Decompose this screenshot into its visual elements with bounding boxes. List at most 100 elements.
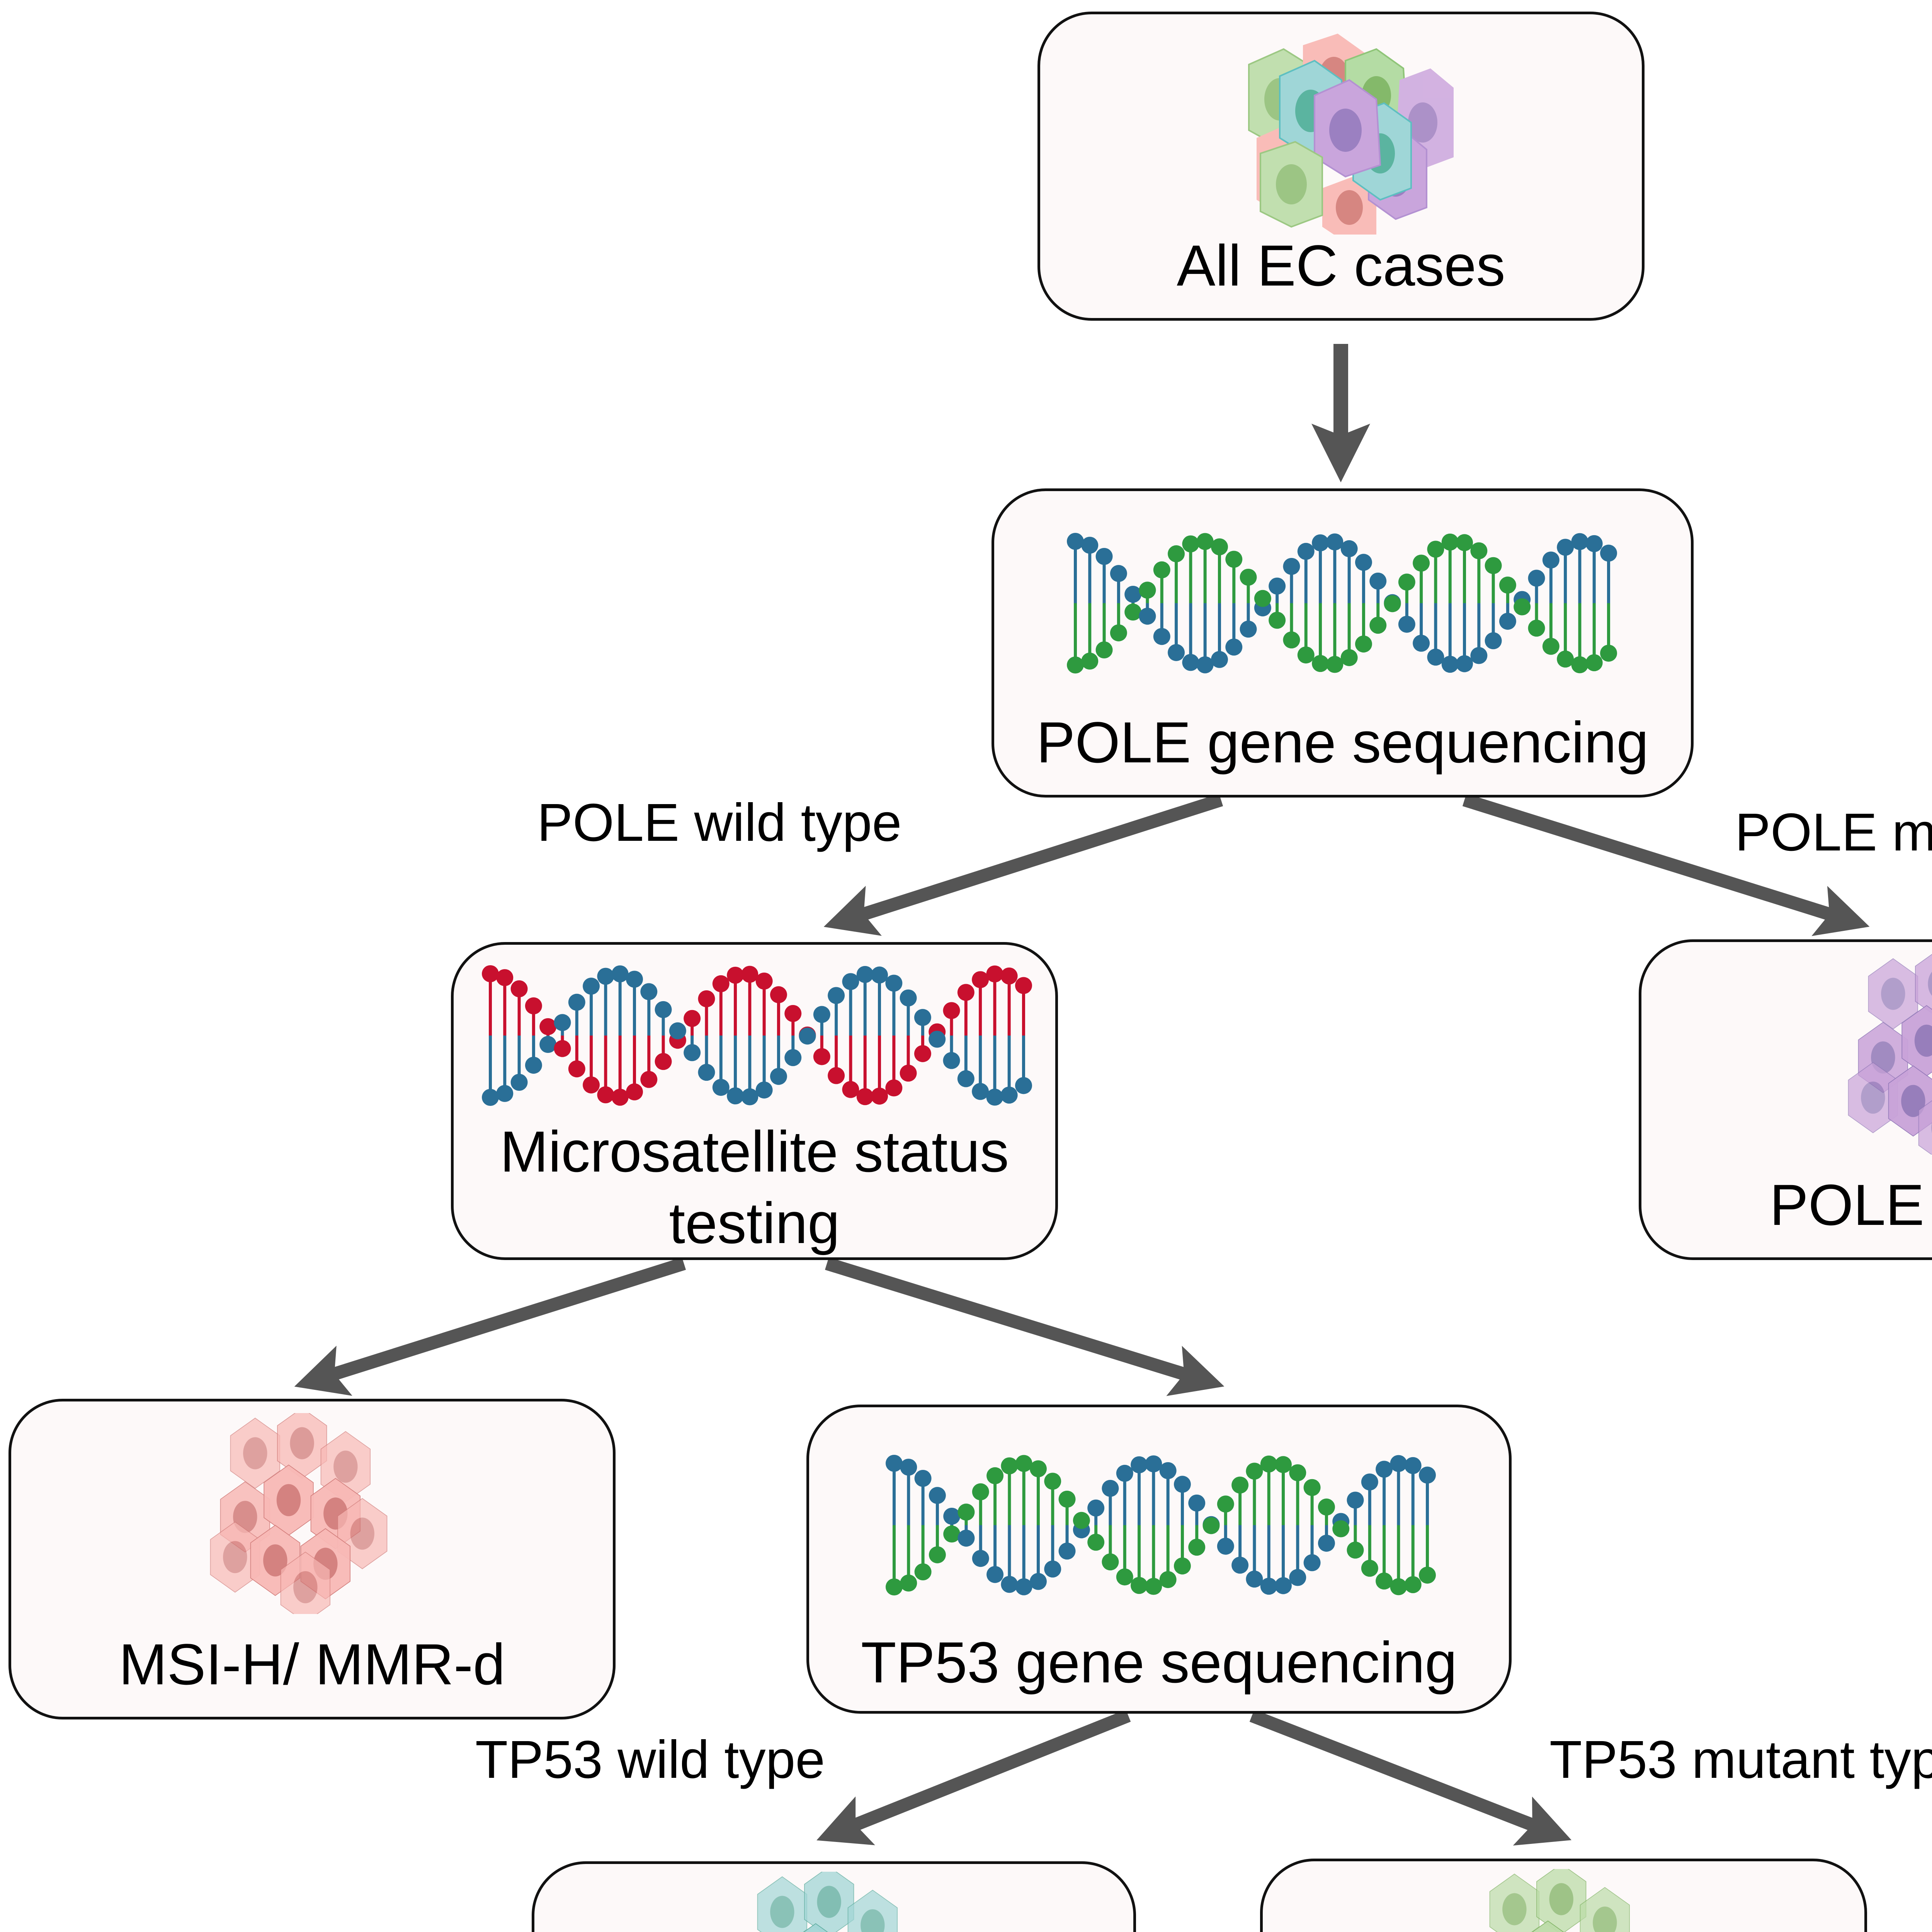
helix-bead [1297,543,1315,560]
node-label: All EC cases [1177,233,1505,298]
helix-bead [1173,1476,1191,1493]
helix-bead [1231,1476,1249,1494]
mixed-cells-icon [1248,34,1454,235]
helix-bead [539,1036,557,1053]
cell [1868,958,1918,1030]
helix-bead [900,989,917,1007]
helix-bead [1139,582,1156,599]
cell [277,1413,327,1479]
helix-bead [1571,656,1588,673]
helix-bead [900,1459,917,1476]
helix-bead [1182,535,1199,553]
helix-bead [1390,1455,1407,1472]
node-pole-mutant: POLE mutant [1639,939,1932,1260]
helix-bead [583,978,600,995]
helix-bead [871,966,888,984]
helix-bead [1297,646,1315,664]
helix-bead [813,1006,830,1023]
helix-bead [1600,544,1617,562]
helix-bead [1145,1455,1162,1473]
helix-bead [1000,1087,1018,1104]
cell-cluster-icon [1489,1869,1630,1932]
helix-bead [1217,1495,1234,1513]
helix-bead [1419,1466,1436,1484]
helix-bead [669,1022,686,1039]
helix-bead [712,975,730,992]
node-label-line1: Microsatellite status [500,1119,1009,1184]
helix-bead [1153,561,1170,578]
helix-bead [510,1074,528,1091]
helix-bead [597,968,614,985]
cell [1536,1869,1587,1932]
helix-bead [684,1010,701,1027]
helix-bead [1318,1498,1335,1516]
helix-bead [1283,631,1300,649]
node-label: POLE gene sequencing [1036,710,1649,775]
helix-bead [611,1088,629,1106]
helix-bead [568,1060,585,1078]
helix-bead [1058,1543,1076,1560]
node-label-line2: testing [669,1190,840,1255]
cell [210,1521,260,1593]
helix-bead [626,971,643,988]
helix-bead [1095,641,1113,659]
helix-bead [856,966,874,983]
helix-bead [1275,1577,1292,1594]
cell [1489,1873,1539,1932]
helix-bead [510,980,528,997]
helix-bead [1211,538,1228,556]
helix-bead [1260,1455,1277,1473]
helix-bead [1087,1499,1105,1517]
helix-bead [1015,977,1032,994]
helix-bead [784,1005,802,1022]
helix-bead [1269,612,1286,629]
helix-bead [914,1009,931,1026]
helix-bead [886,1455,903,1472]
helix-bead [1355,554,1372,571]
helix-bead [914,1563,932,1581]
helix-bead [1499,612,1516,630]
helix-bead [1202,1517,1220,1534]
helix-bead [799,1027,816,1045]
arrow-tp53-seq-to-tp53-mutant [1249,1709,1572,1846]
helix-bead [1585,535,1603,552]
helix-bead [1029,1460,1047,1478]
helix-bead [1303,1554,1321,1571]
node-pole-gene-sequencing: POLE gene sequencing [992,488,1694,798]
cell [803,1923,828,1932]
helix-bead [1173,1557,1191,1575]
helix-bead [828,1067,845,1084]
helix-bead [583,1076,600,1094]
helix-bead [1384,595,1401,612]
helix-bead [1470,647,1488,664]
helix-bead [1067,656,1084,673]
helix-bead [1058,1490,1076,1508]
helix-bead [1081,537,1099,554]
helix-bead [1275,1456,1292,1473]
dna-helix-icon [482,965,1032,1106]
helix-bead [914,1045,931,1062]
helix-bead [842,973,859,990]
helix-bead [1073,1512,1090,1529]
helix-bead [1240,621,1257,638]
helix-bead [698,1064,715,1081]
helix-bead [1528,570,1545,587]
helix-bead [1340,540,1358,558]
cell [1901,1005,1932,1077]
helix-bead [1376,1572,1393,1590]
helix-bead [1312,655,1329,672]
helix-bead [986,1467,1004,1485]
helix-bead [1001,1576,1018,1593]
helix-bead [972,1550,989,1567]
node-label: POLE mutant [1769,1172,1932,1237]
arrow-msi-to-tp53-seq [825,1257,1225,1396]
helix-bead [554,1040,571,1057]
helix-bead [1240,568,1257,586]
helix-bead [640,983,658,1000]
node-label: TP53 gene sequencing [861,1630,1457,1695]
helix-bead [1095,548,1113,565]
helix-bead [727,966,744,984]
helix-bead [755,973,773,990]
helix-bead [698,990,715,1007]
helix-bead [1303,1479,1321,1496]
